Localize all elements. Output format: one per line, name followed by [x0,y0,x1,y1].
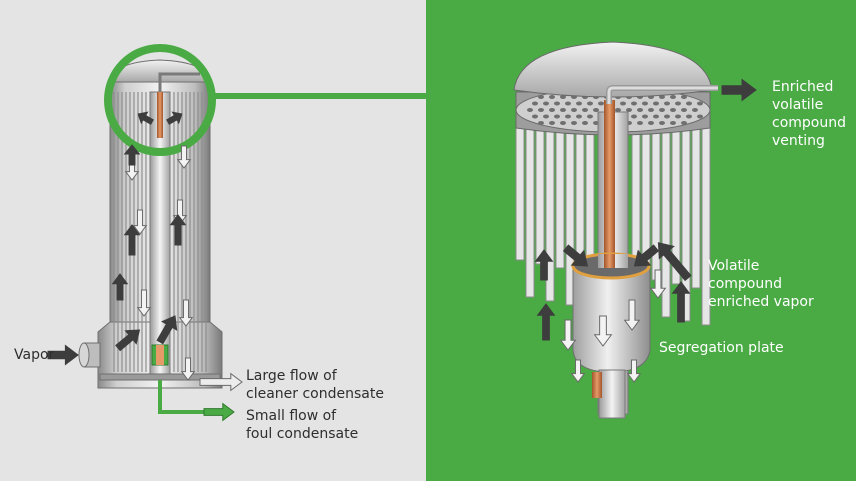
volatile-label-line2: compound [708,276,782,292]
segregation-cup [572,265,651,373]
dome-head [513,41,713,98]
vapor-up-arrow [169,214,187,246]
vapor-up-arrow [111,273,129,301]
condensate-down-arrow [178,299,194,327]
vapor-arrow [156,315,178,345]
condensate-down-arrow [570,359,586,383]
enriched-label-line1: Enriched [772,79,834,95]
vent-arrow [166,111,183,125]
vapor-up-arrow [123,224,141,256]
clean-condensate-arrow [199,372,243,392]
condensate-down-arrow [649,269,667,299]
enriched-label-line4: venting [772,133,825,149]
zoom-vent-pipe [604,100,615,398]
segregation-plate-label: Segregation plate [659,340,784,356]
condensate-down-arrow [623,299,641,331]
foul-condensate-arrow [203,402,235,422]
condensate-down-arrow [180,357,196,381]
vapor-into-cup-arrow [562,244,589,267]
vapor-label: Vapor [14,347,55,363]
vent-pipe [157,92,163,138]
condensate-down-arrow [132,209,148,235]
vent-arrow [137,111,154,125]
vapor-up-arrow [534,249,554,281]
zoomed-detail [513,41,718,419]
vapor-up-arrow [671,281,691,323]
left-panel-background [0,0,426,481]
enriched-label-line3: compound [772,115,846,131]
vapor-in-arrow [47,344,79,366]
highlight-ring [104,44,426,156]
small-flow-label-line2: foul condensate [246,426,359,442]
vapor-up-arrow [536,303,556,341]
volatile-label-line1: Volatile [708,258,760,274]
vent-out-arrow [721,78,757,102]
large-flow-label-line1: Large flow of [246,368,337,384]
vapor-arrow [115,329,141,352]
condensate-down-arrow [593,315,613,347]
condensate-down-arrow [136,289,152,317]
volatile-label-line3: enriched vapor [708,294,814,310]
condensate-down-arrow [626,359,642,383]
condensate-down-arrow [176,145,192,169]
condensate-down-arrow [559,319,577,351]
vapor-up-arrow [123,144,141,166]
small-flow-label-line1: Small flow of [246,408,337,424]
foul-condensate-pipe [158,380,206,414]
enriched-label-line2: volatile [772,97,824,113]
vapor-into-cup-arrow [633,244,660,267]
volatile-vapor-arrow [657,242,692,282]
large-flow-label-line2: cleaner condensate [246,386,384,402]
